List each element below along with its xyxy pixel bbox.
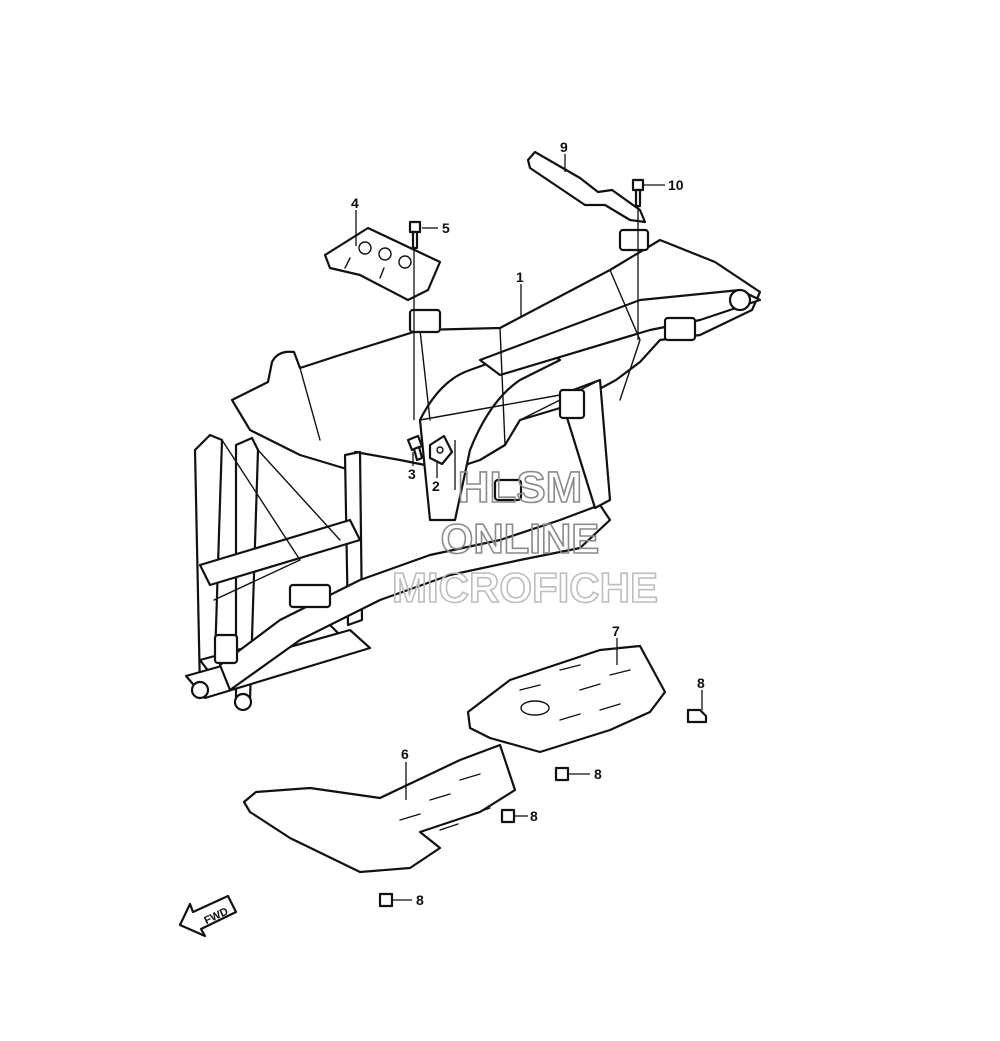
callout-8-right: 8 [697,675,705,691]
watermark-line-3: MICROFICHE [392,564,658,611]
plate-part-2 [428,434,454,466]
bolt-part-3 [406,434,424,462]
callout-2: 2 [432,478,440,494]
frame-part-1 [184,228,762,712]
frame-bracket [618,228,650,252]
leader-lines [355,154,703,901]
callout-8-lower: 8 [530,808,538,824]
callout-10: 10 [668,177,684,193]
callout-6: 6 [401,746,409,762]
skid-plate-part-7 [466,644,667,754]
frame-tube-end [190,680,210,700]
bolt-part-8 [554,766,570,782]
bolt-part-8 [686,708,708,724]
watermark-line-2: ONLINE [441,515,600,562]
skid-plate-part-6 [242,743,517,874]
frame-bracket [663,316,697,342]
callout-numbers: 1 2 3 4 5 6 7 8 8 8 8 9 10 [351,139,705,908]
frame-tube-end [233,692,253,712]
bolt-part-8 [500,808,516,824]
callout-9: 9 [560,139,568,155]
frame-bracket [408,308,442,334]
callout-8-middle: 8 [594,766,602,782]
carrier-plate-part-4 [323,226,442,302]
frame-tube-end [728,288,752,312]
frame-bracket [493,478,523,502]
bolt-part-5 [408,220,422,250]
frame-bracket [213,633,239,665]
callout-7: 7 [612,623,620,639]
fwd-arrow-icon: FWD [178,894,238,938]
callout-4: 4 [351,195,359,211]
bracket-part-9 [526,150,647,224]
callout-8-bottom: 8 [416,892,424,908]
frame-bracket [288,583,332,609]
callout-1: 1 [516,269,524,285]
bolt-part-10 [631,178,645,208]
bolt-part-8 [378,892,394,908]
frame-bracket [558,388,586,420]
callout-5: 5 [442,220,450,236]
watermark-line-1: HLSM [458,463,583,512]
watermark: HLSM ONLINE MICROFICHE [391,462,659,612]
callout-3: 3 [408,466,416,482]
